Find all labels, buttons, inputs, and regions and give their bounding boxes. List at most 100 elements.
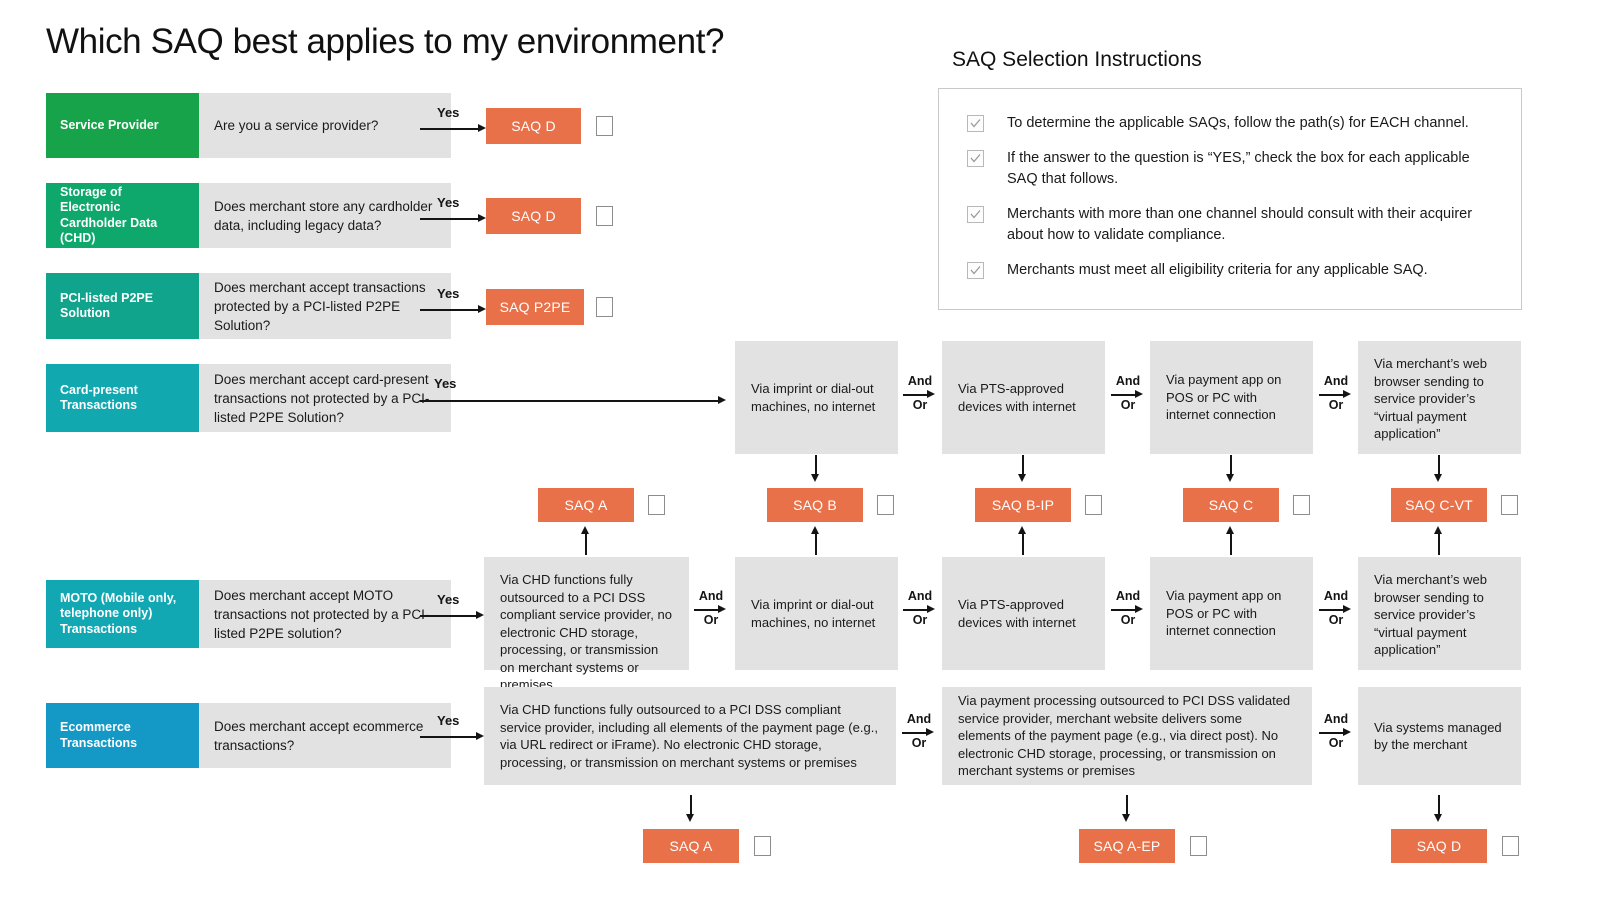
saq-result-b-ip[interactable]: SAQ B-IP: [975, 488, 1071, 522]
saq-checkbox[interactable]: [1293, 495, 1310, 515]
moto-path-box-4: Via payment app on POS or PC with intern…: [1150, 557, 1313, 670]
connector-arrow: [478, 305, 486, 313]
saq-result-d-2[interactable]: SAQ D: [486, 198, 581, 234]
connector-arrow: [1018, 474, 1026, 482]
yes-label: Yes: [437, 713, 460, 728]
instructions-title: SAQ Selection Instructions: [952, 48, 1202, 71]
connector-arrow: [1135, 390, 1143, 398]
connector-arrow: [1226, 526, 1234, 534]
channel-row-moto: MOTO (Mobile only, telephone only) Trans…: [46, 580, 451, 648]
connector-line: [1438, 455, 1440, 477]
and-label: And: [1323, 712, 1349, 726]
connector-arrow: [927, 605, 935, 613]
saq-result-d-1[interactable]: SAQ D: [486, 108, 581, 144]
connector-arrow: [478, 124, 486, 132]
connector-line: [1022, 455, 1024, 477]
channel-row-card-present: Card-present Transactions Does merchant …: [46, 364, 451, 432]
connector-arrow: [1018, 526, 1026, 534]
channel-question: Are you a service provider?: [199, 93, 451, 158]
channel-question: Does merchant accept ecommerce transacti…: [199, 703, 451, 768]
connector-arrow: [686, 814, 694, 822]
saq-checkbox[interactable]: [596, 116, 613, 136]
connector-arrow: [1226, 474, 1234, 482]
connector-arrow: [1343, 605, 1351, 613]
saq-checkbox[interactable]: [877, 495, 894, 515]
connector-line: [1438, 533, 1440, 555]
connector-line: [1319, 609, 1345, 611]
instruction-text: To determine the applicable SAQs, follow…: [1007, 115, 1469, 131]
connector-arrow: [1343, 390, 1351, 398]
connector-line: [1319, 732, 1345, 734]
channel-question: Does merchant accept card-present transa…: [199, 364, 451, 432]
channel-label: Ecommerce Transactions: [46, 703, 199, 768]
connector-line: [1319, 394, 1345, 396]
saq-checkbox[interactable]: [754, 836, 771, 856]
connector-arrow: [1434, 526, 1442, 534]
channel-row-ecommerce: Ecommerce Transactions Does merchant acc…: [46, 703, 451, 768]
connector-line: [1022, 533, 1024, 555]
connector-line: [1230, 533, 1232, 555]
connector-line: [420, 309, 480, 311]
connector-arrow: [478, 214, 486, 222]
card-present-path-box-1: Via imprint or dial-out machines, no int…: [735, 341, 898, 454]
connector-arrow: [1343, 728, 1351, 736]
yes-label: Yes: [437, 286, 460, 301]
connector-arrow: [811, 526, 819, 534]
connector-arrow: [811, 474, 819, 482]
checkmark-icon: [967, 262, 984, 279]
connector-line: [902, 732, 928, 734]
connector-arrow: [718, 605, 726, 613]
saq-result-p2pe[interactable]: SAQ P2PE: [486, 289, 584, 325]
yes-label: Yes: [434, 376, 457, 391]
instruction-item: To determine the applicable SAQs, follow…: [967, 113, 1503, 134]
saq-result-a-ep[interactable]: SAQ A-EP: [1079, 829, 1175, 863]
saq-result-c-vt[interactable]: SAQ C-VT: [1391, 488, 1487, 522]
connector-line: [815, 455, 817, 477]
and-label: And: [907, 589, 933, 603]
saq-checkbox[interactable]: [596, 206, 613, 226]
connector-arrow: [1434, 474, 1442, 482]
connector-arrow: [476, 611, 484, 619]
or-label: Or: [703, 613, 719, 627]
saq-checkbox[interactable]: [1502, 836, 1519, 856]
channel-question: Does merchant accept transactions protec…: [199, 273, 451, 339]
connector-arrow: [1122, 814, 1130, 822]
channel-label: PCI-listed P2PE Solution: [46, 273, 199, 339]
saq-result-b[interactable]: SAQ B: [767, 488, 863, 522]
connector-line: [1126, 795, 1128, 817]
saq-checkbox[interactable]: [1085, 495, 1102, 515]
connector-arrow: [1434, 814, 1442, 822]
yes-label: Yes: [437, 592, 460, 607]
instruction-item: If the answer to the question is “YES,” …: [967, 148, 1503, 190]
connector-line: [420, 615, 478, 617]
page-title: Which SAQ best applies to my environment…: [46, 22, 725, 61]
connector-line: [815, 533, 817, 555]
saq-checkbox[interactable]: [648, 495, 665, 515]
connector-line: [420, 400, 720, 402]
saq-result-a-bottom[interactable]: SAQ A: [643, 829, 739, 863]
moto-path-box-5: Via merchant’s web browser sending to se…: [1358, 557, 1521, 670]
or-label: Or: [1328, 398, 1344, 412]
and-label: And: [907, 374, 933, 388]
connector-line: [585, 533, 587, 555]
channel-label: Card-present Transactions: [46, 364, 199, 432]
or-label: Or: [911, 736, 927, 750]
card-present-path-box-2: Via PTS-approved devices with internet: [942, 341, 1105, 454]
instruction-item: Merchants must meet all eligibility crit…: [967, 260, 1503, 281]
connector-line: [420, 218, 480, 220]
connector-line: [1111, 609, 1137, 611]
saq-checkbox[interactable]: [596, 297, 613, 317]
saq-checkbox[interactable]: [1190, 836, 1207, 856]
connector-line: [1438, 795, 1440, 817]
saq-result-d-bottom[interactable]: SAQ D: [1391, 829, 1487, 863]
saq-checkbox[interactable]: [1501, 495, 1518, 515]
connector-line: [903, 609, 929, 611]
channel-label: MOTO (Mobile only, telephone only) Trans…: [46, 580, 199, 648]
checkmark-icon: [967, 206, 984, 223]
instructions-list: To determine the applicable SAQs, follow…: [967, 113, 1503, 295]
instruction-text: Merchants must meet all eligibility crit…: [1007, 262, 1428, 278]
saq-result-a-middle[interactable]: SAQ A: [538, 488, 634, 522]
saq-result-c[interactable]: SAQ C: [1183, 488, 1279, 522]
or-label: Or: [1120, 398, 1136, 412]
